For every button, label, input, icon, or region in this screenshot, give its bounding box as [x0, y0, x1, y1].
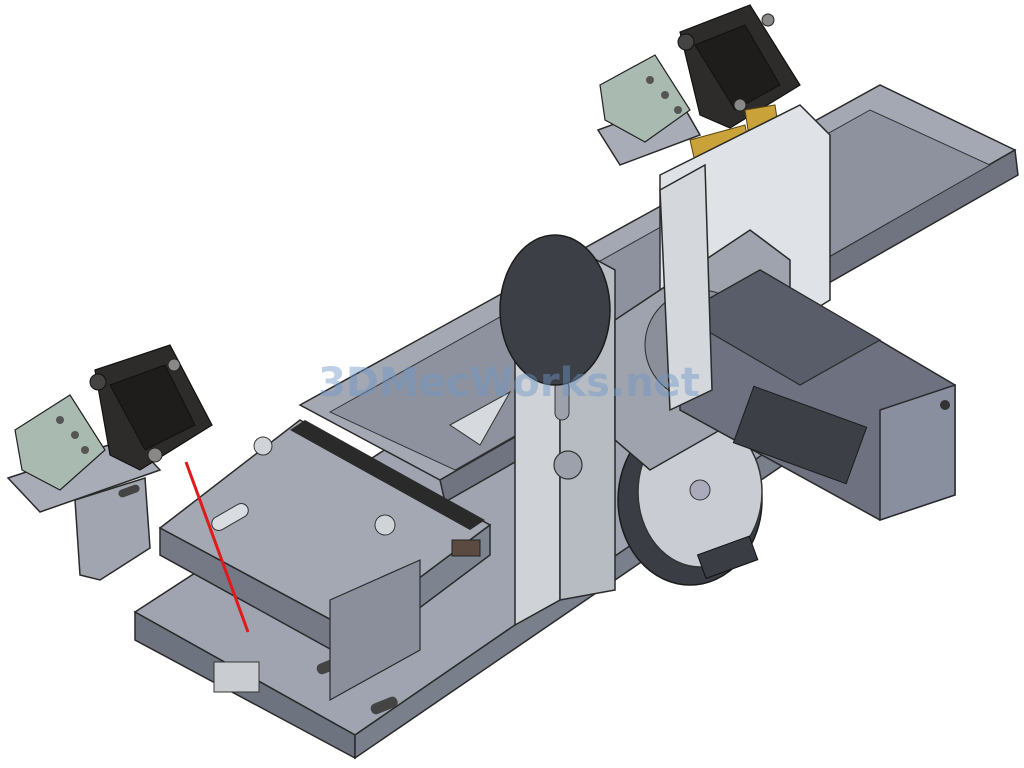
right-gripper [599, 4, 801, 143]
left-gripper [14, 344, 213, 491]
laser-beam [184, 461, 250, 633]
watermark-text: 3DMecWorks.net [318, 360, 700, 406]
center-post [659, 163, 713, 412]
carriage-block [158, 419, 492, 702]
stepper-motor [678, 269, 956, 522]
